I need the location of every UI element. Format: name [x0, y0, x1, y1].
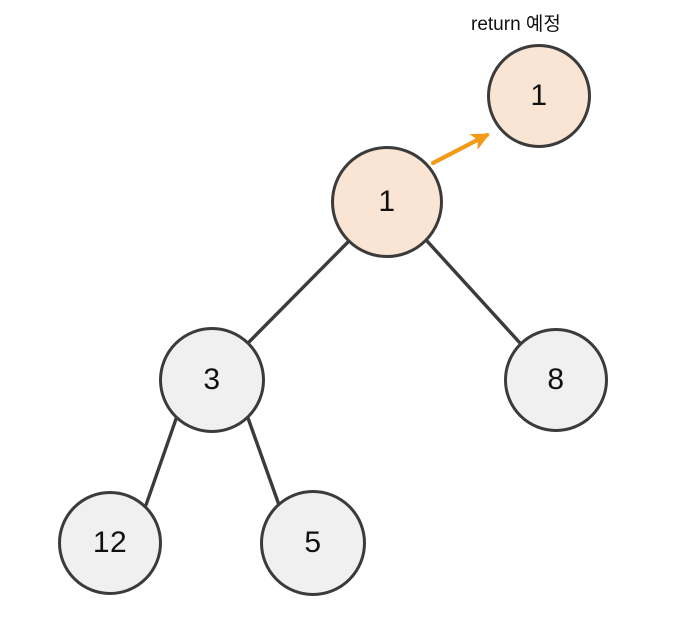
- tree-node-root-1: 1: [331, 146, 443, 258]
- node-label: 1: [530, 79, 548, 112]
- return-arrow-icon: [430, 132, 490, 166]
- node-label: 5: [304, 526, 322, 559]
- tree-node-12: 12: [58, 491, 162, 595]
- edge-3-to-5: [246, 416, 281, 507]
- return-annotation-label: return 예정: [471, 14, 561, 35]
- tree-node-5: 5: [260, 490, 366, 596]
- node-label: 12: [92, 526, 128, 559]
- node-label: 3: [203, 363, 221, 396]
- tree-node-detached-1: 1: [487, 44, 591, 148]
- node-label: 8: [547, 363, 565, 396]
- node-label: 1: [378, 185, 396, 218]
- edge-3-to-12: [144, 417, 178, 507]
- edge-root-to-3: [247, 240, 350, 344]
- edge-root-to-8: [425, 239, 522, 345]
- tree-node-8: 8: [504, 328, 608, 432]
- tree-node-3: 3: [159, 327, 265, 433]
